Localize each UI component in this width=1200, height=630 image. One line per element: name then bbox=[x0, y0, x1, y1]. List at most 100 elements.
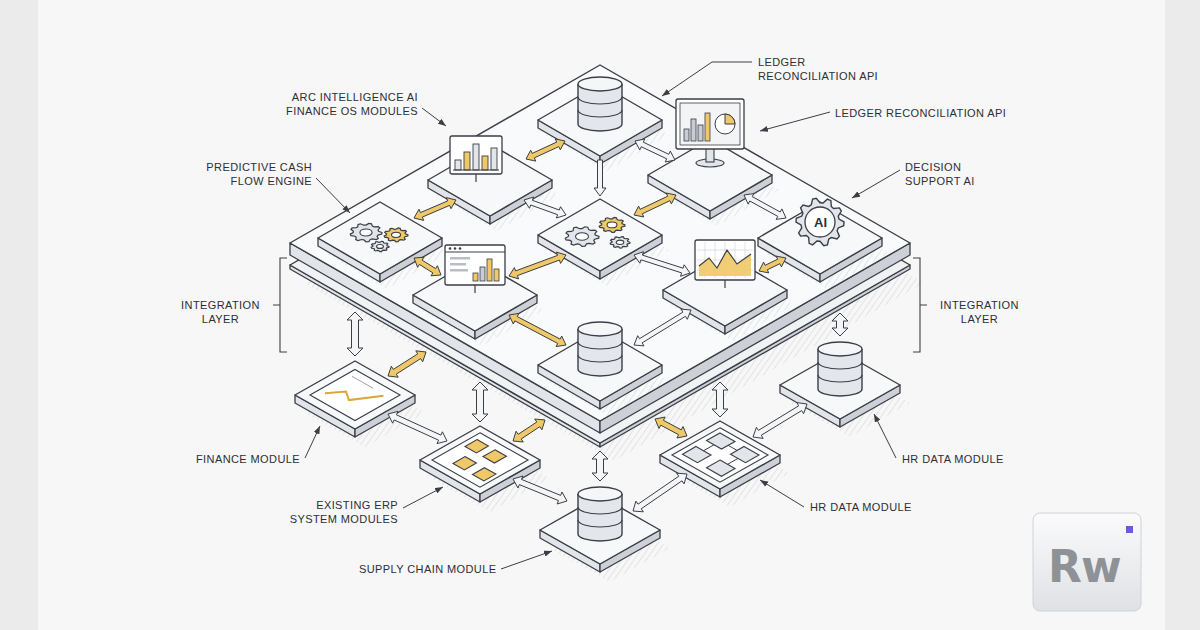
callout-label: HR DATA MODULE bbox=[902, 452, 1004, 466]
flow-arrow-highlight bbox=[759, 256, 786, 273]
bracket-label: INTEGRATION LAYER bbox=[932, 298, 1027, 326]
flow-arrow bbox=[635, 139, 675, 162]
callout-label: DECISION SUPPORT AI bbox=[905, 160, 990, 188]
flow-arrow bbox=[472, 382, 488, 422]
callout-label: PREDICTIVE CASH FLOW ENGINE bbox=[187, 160, 312, 188]
flow-arrow bbox=[712, 382, 728, 417]
gear-icon bbox=[616, 240, 624, 244]
leader-line bbox=[305, 426, 320, 458]
window-frame bbox=[445, 245, 505, 285]
database-icon bbox=[818, 375, 862, 382]
dashboard-window-icon bbox=[474, 285, 475, 293]
callout-label: LEDGER RECONCILIATION API bbox=[835, 106, 1006, 120]
line-chart-icon bbox=[699, 250, 751, 268]
dashboard-window-icon bbox=[450, 269, 468, 272]
flat-panel bbox=[325, 378, 384, 411]
flow-arrow bbox=[524, 197, 566, 218]
flat-panel bbox=[728, 458, 739, 464]
flow-arrow bbox=[513, 476, 567, 504]
module-tile bbox=[663, 240, 794, 341]
ai-gear-icon bbox=[796, 198, 844, 245]
flat-panel bbox=[310, 370, 400, 421]
leader-line bbox=[874, 414, 896, 458]
erp-module-tile bbox=[295, 361, 425, 447]
flow-arrow-highlight bbox=[414, 198, 456, 221]
bar-chart-icon bbox=[482, 156, 488, 170]
flow-arrow bbox=[592, 451, 608, 481]
database-icon bbox=[578, 97, 622, 104]
chart-panel bbox=[450, 136, 502, 174]
flat-panel bbox=[465, 440, 488, 453]
bracket bbox=[273, 258, 927, 352]
logo-mark bbox=[1033, 513, 1141, 611]
flow-arrow bbox=[832, 313, 848, 336]
callout-label: ARC INTELLIGENCE AI FINANCE OS MODULES bbox=[258, 90, 418, 118]
callout-label: SUPPLY CHAIN MODULE bbox=[359, 562, 496, 576]
flow-arrow-highlight bbox=[509, 252, 566, 279]
database-icon bbox=[578, 110, 622, 117]
monitor-icon bbox=[725, 114, 735, 124]
database-icon bbox=[818, 342, 862, 356]
flat-panel bbox=[453, 457, 476, 470]
dashboard-window-icon bbox=[450, 257, 470, 260]
monitor-icon bbox=[676, 99, 744, 167]
leader-line bbox=[662, 62, 752, 96]
flow-arrow-highlight bbox=[526, 139, 565, 161]
flow-arrow bbox=[744, 194, 786, 220]
flow-arrow bbox=[347, 312, 363, 356]
flow-arrow-highlight bbox=[513, 419, 545, 442]
gear-icon bbox=[360, 229, 372, 236]
monitor-icon bbox=[680, 103, 740, 145]
dashboard-window-icon bbox=[450, 263, 466, 266]
bar-chart-icon bbox=[455, 160, 461, 170]
leader-line bbox=[403, 487, 443, 508]
dashboard-window-icon bbox=[494, 269, 499, 281]
ai-gear-icon bbox=[796, 198, 844, 245]
bar-chart-icon bbox=[475, 174, 476, 182]
leader-lines bbox=[305, 62, 900, 569]
database-icon bbox=[578, 520, 622, 527]
flat-panel bbox=[352, 376, 373, 388]
bracket bbox=[913, 258, 927, 352]
platform bbox=[290, 65, 924, 461]
gear-icon bbox=[610, 237, 630, 249]
leader-line bbox=[422, 108, 446, 126]
leader-line bbox=[316, 178, 350, 213]
flow-arrow bbox=[753, 403, 807, 439]
monitor-frame bbox=[676, 99, 744, 149]
database-icon bbox=[578, 77, 622, 131]
flow-arrow bbox=[388, 411, 447, 443]
database-icon bbox=[578, 77, 622, 91]
callout-label: HR DATA MODULE bbox=[810, 500, 912, 514]
database-icon bbox=[578, 342, 622, 349]
tile-top bbox=[290, 65, 910, 421]
flow-arrow-highlight bbox=[414, 257, 441, 276]
gear-icon bbox=[565, 217, 630, 248]
erp-arrows bbox=[347, 312, 848, 512]
flat-panel bbox=[704, 445, 715, 451]
flow-arrow-highlight bbox=[509, 313, 566, 346]
flow-arrow bbox=[633, 473, 687, 512]
bar-chart-icon bbox=[491, 148, 497, 170]
gear-icon bbox=[565, 227, 599, 247]
flow-arrow-highlight bbox=[655, 417, 687, 438]
callout-label: EXISTING ERP SYSTEM MODULES bbox=[288, 498, 398, 526]
ai-gear-icon bbox=[805, 207, 835, 237]
database-icon bbox=[818, 362, 862, 369]
flat-panel bbox=[483, 450, 506, 463]
flow-arrow bbox=[634, 252, 690, 277]
gear-icon bbox=[371, 241, 389, 251]
dashboard-window-icon bbox=[454, 247, 457, 250]
line-chart-icon bbox=[724, 280, 725, 288]
line-chart-icon bbox=[695, 240, 755, 288]
module-tile bbox=[318, 202, 449, 289]
monitor-icon bbox=[715, 114, 735, 134]
monitor-icon bbox=[705, 113, 710, 141]
dashboard-window-icon bbox=[487, 259, 492, 281]
watermark-logo: Rw bbox=[1048, 541, 1121, 592]
dashboard-window-icon bbox=[459, 247, 462, 250]
module-tile bbox=[538, 77, 669, 171]
